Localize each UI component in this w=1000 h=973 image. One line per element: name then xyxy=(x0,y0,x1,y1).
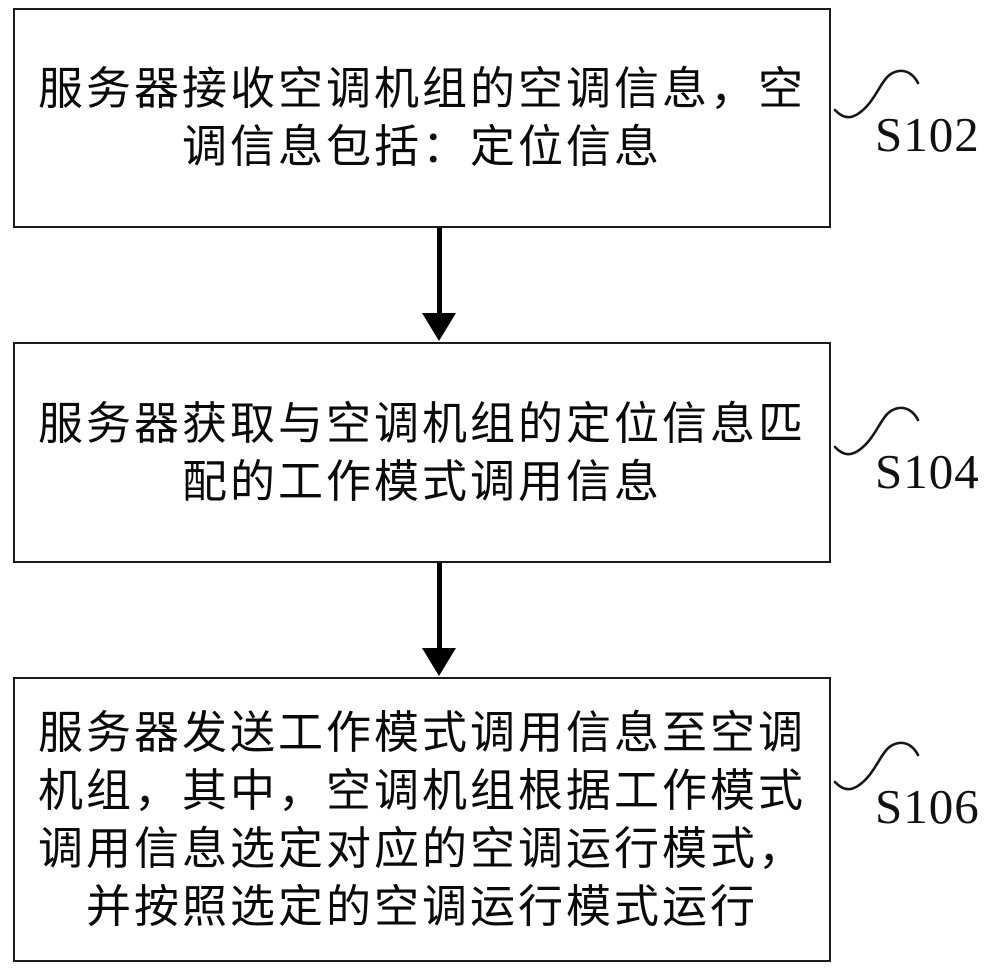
squiggle-connector-icon xyxy=(833,406,920,456)
squiggle-connector-icon xyxy=(833,741,920,791)
arrow-shaft xyxy=(437,563,442,649)
arrow-head-down-icon xyxy=(422,313,456,341)
process-box-text-line: 服务器接收空调机组的空调信息，空 xyxy=(37,64,806,114)
process-box-text-line: 配的工作模式调用信息 xyxy=(181,456,662,507)
process-box-text-line: 服务器发送工作模式调用信息至空调 xyxy=(37,707,806,758)
arrow-shaft xyxy=(437,228,442,314)
step-label-text: S102 xyxy=(875,107,980,162)
step-label-s104: S104 xyxy=(833,403,1000,503)
process-box-text-line: 并按照选定的空调运行模式运行 xyxy=(85,881,758,932)
process-box-text-line: 机组，其中，空调机组根据工作模式 xyxy=(37,765,806,816)
step-label-s102: S102 xyxy=(833,66,1000,166)
arrow-head-down-icon xyxy=(422,648,456,676)
process-box-s102: 服务器接收空调机组的空调信息，空 调信息包括：定位信息 xyxy=(13,8,831,228)
process-box-s104: 服务器获取与空调机组的定位信息匹 配的工作模式调用信息 xyxy=(13,342,831,563)
process-box-text-line: 调用信息选定对应的空调运行模式， xyxy=(37,823,806,874)
process-box-text-line: 调信息包括：定位信息 xyxy=(181,122,662,172)
step-label-s106: S106 xyxy=(833,738,1000,838)
process-box-text-line: 服务器获取与空调机组的定位信息匹 xyxy=(37,398,806,449)
step-label-text: S104 xyxy=(875,444,980,499)
squiggle-connector-icon xyxy=(833,69,920,119)
step-label-text: S106 xyxy=(875,779,980,834)
process-box-s106: 服务器发送工作模式调用信息至空调 机组，其中，空调机组根据工作模式 调用信息选定… xyxy=(13,677,831,962)
